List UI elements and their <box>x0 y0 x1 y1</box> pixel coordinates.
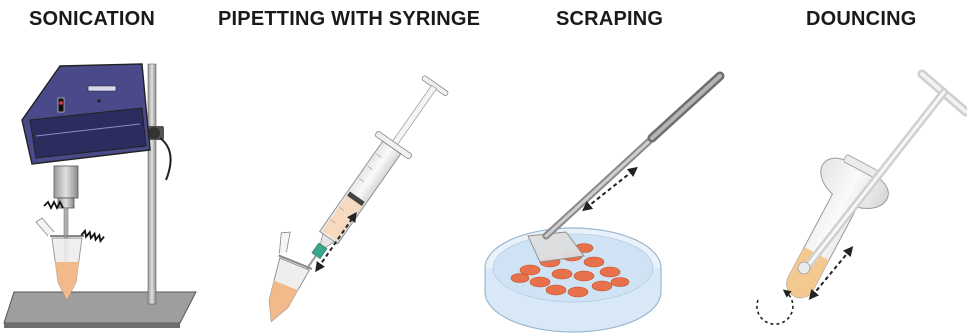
dounce-homogenizer-icon <box>762 74 966 313</box>
syringe-icon <box>279 72 453 296</box>
cell-scraper-icon <box>485 76 720 332</box>
sonicator-icon <box>4 64 196 328</box>
sample-tube-icon <box>249 229 322 328</box>
rotation-arrow <box>757 292 793 324</box>
